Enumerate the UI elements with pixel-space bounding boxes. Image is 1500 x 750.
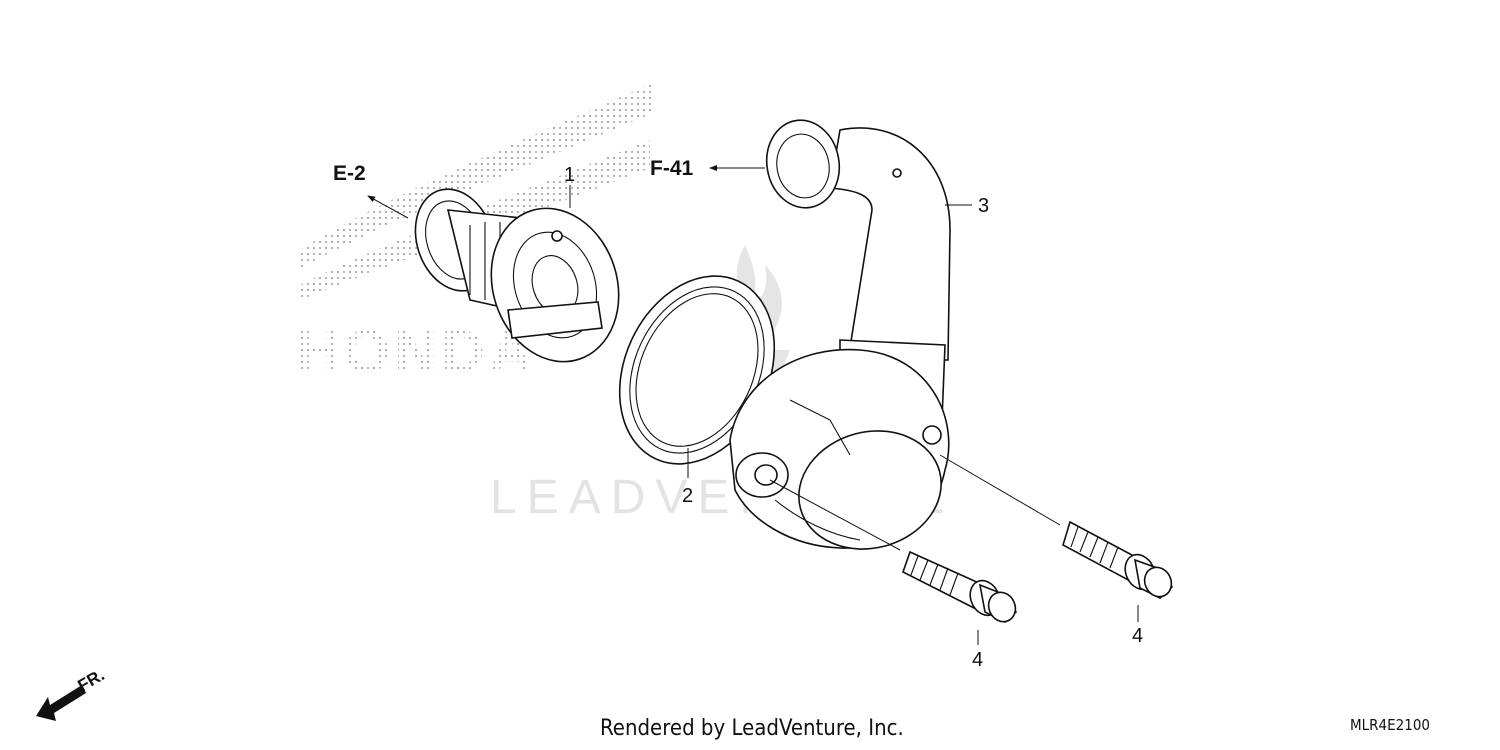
reference-f41[interactable]: F-41 — [650, 157, 694, 180]
axis-line-bolt-left — [769, 479, 901, 551]
honda-watermark-text: HONDA — [296, 318, 536, 385]
callout-4-right: 4 — [1132, 625, 1143, 647]
diagram-code: MLR4E2100 — [1350, 716, 1430, 734]
callout-3: 3 — [978, 195, 989, 217]
callout-2: 2 — [682, 485, 693, 507]
gasket[interactable] — [590, 251, 803, 489]
front-direction-marker: FR. — [36, 665, 108, 721]
thermostat[interactable] — [403, 179, 638, 379]
bolt-right[interactable] — [1062, 520, 1176, 601]
thermostat-cover[interactable] — [729, 114, 955, 564]
callout-4-left: 4 — [972, 649, 983, 671]
reference-arrow-e2 — [367, 195, 409, 219]
front-arrow-icon — [36, 685, 86, 721]
axis-line-bolt-right — [939, 454, 1061, 526]
bolt-left[interactable] — [902, 550, 1020, 626]
reference-e2[interactable]: E-2 — [333, 162, 366, 185]
callout-1: 1 — [564, 164, 575, 186]
credit-text: Rendered by LeadVenture, Inc. — [600, 716, 904, 741]
